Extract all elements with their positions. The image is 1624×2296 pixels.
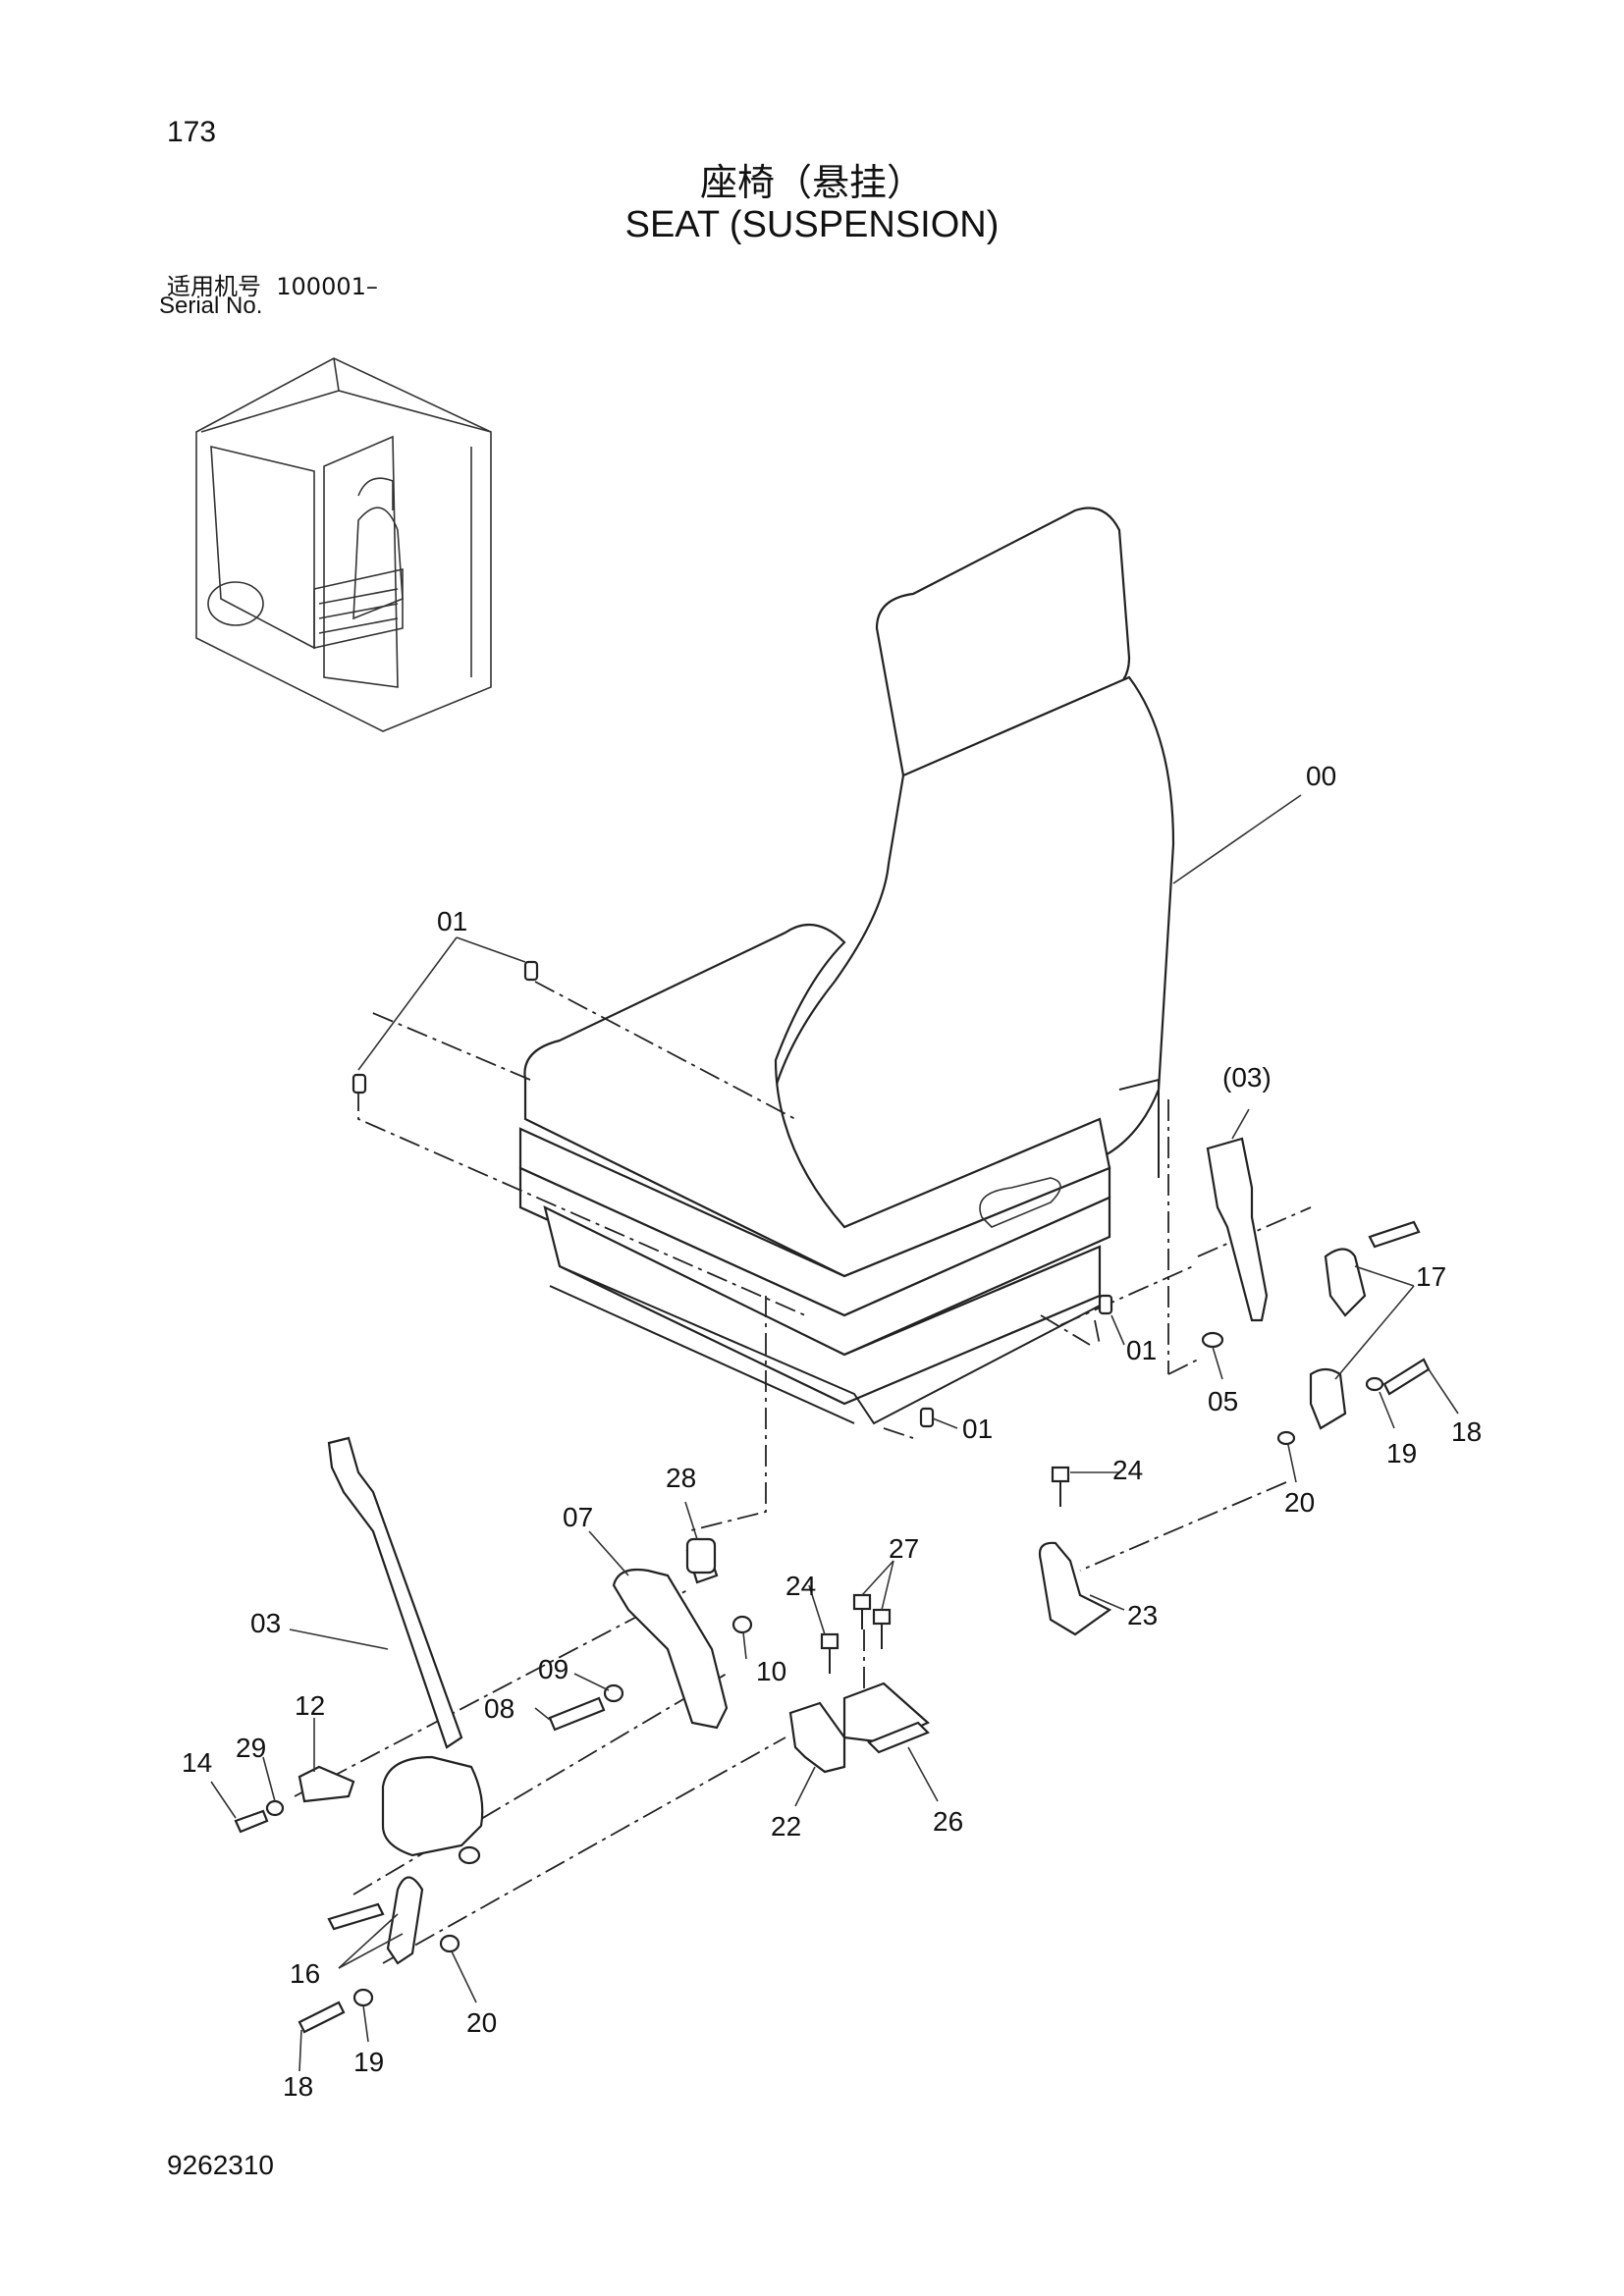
callout-26: 26 — [933, 1806, 963, 1837]
callout-18-bottom: 18 — [283, 2071, 313, 2102]
callout-14: 14 — [182, 1747, 212, 1778]
callout-23: 23 — [1127, 1600, 1158, 1630]
callout-18-right: 18 — [1451, 1416, 1482, 1447]
callout-10: 10 — [756, 1656, 786, 1686]
callout-12: 12 — [295, 1690, 325, 1721]
page-number: 173 — [167, 116, 217, 148]
document-number: 9262310 — [167, 2150, 275, 2180]
callout-16: 16 — [290, 1958, 320, 1989]
callout-22: 22 — [771, 1811, 801, 1842]
callout-29: 29 — [236, 1733, 266, 1763]
serial-line: 适用机号 100001– — [167, 267, 378, 301]
callout-24-top: 24 — [1112, 1455, 1143, 1485]
title-english: SEAT (SUSPENSION) — [624, 204, 1000, 245]
callout-27: 27 — [889, 1533, 919, 1564]
serial-label-cn: 适用机号 — [167, 273, 261, 300]
callout-03-paren: (03) — [1222, 1062, 1272, 1093]
hardware-parts — [234, 960, 1431, 2034]
callout-01-right: 01 — [1126, 1335, 1157, 1365]
serial-label-en: Serial No. — [159, 293, 263, 319]
callout-07: 07 — [563, 1502, 593, 1532]
callout-20-right: 20 — [1284, 1487, 1315, 1518]
callout-19-bottom: 19 — [353, 2047, 384, 2077]
callout-20-bottom: 20 — [466, 2007, 497, 2038]
title-chinese: 座椅（悬挂） — [699, 161, 924, 204]
callout-09: 09 — [538, 1654, 568, 1684]
callout-17: 17 — [1416, 1261, 1446, 1292]
callout-05: 05 — [1208, 1386, 1238, 1416]
callout-24-bottom: 24 — [785, 1571, 816, 1601]
callout-08: 08 — [484, 1693, 514, 1724]
seat-assembly — [518, 507, 1199, 1425]
callout-01-bottom: 01 — [962, 1414, 993, 1444]
cab-location-inset — [195, 357, 492, 732]
callout-labels: 00 01 01 01 (03) 05 17 18 19 20 24 23 28… — [182, 761, 1482, 2102]
callout-28: 28 — [666, 1463, 696, 1493]
callout-19-right: 19 — [1386, 1438, 1417, 1468]
callout-03: 03 — [250, 1608, 281, 1638]
callout-01-top: 01 — [437, 906, 467, 936]
leader-lines — [210, 794, 1459, 2072]
assembly-lines — [294, 981, 1312, 1964]
callout-00: 00 — [1306, 761, 1336, 791]
serial-value: 100001– — [276, 273, 378, 300]
